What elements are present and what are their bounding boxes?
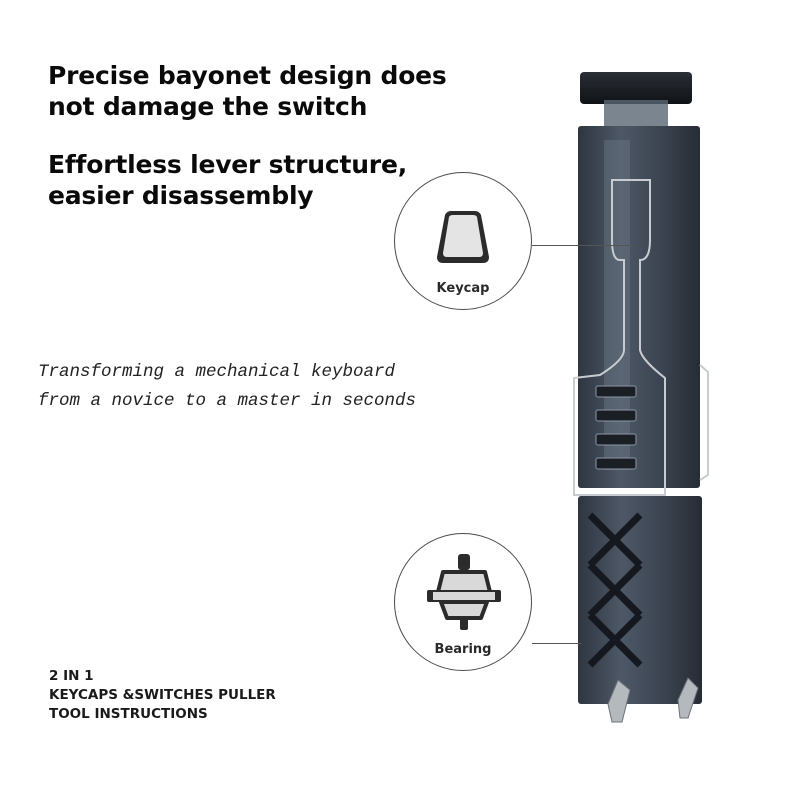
switch-icon	[427, 554, 501, 630]
tool-lattice	[587, 512, 643, 668]
keycap-icon	[437, 211, 489, 263]
tool-wire-lever	[573, 179, 666, 496]
tool-prong-left	[607, 679, 631, 723]
tool-vent-slots	[595, 385, 637, 470]
tool-wire-side	[699, 364, 709, 481]
tagline-line-2: from a novice to a master in seconds	[38, 391, 417, 411]
tool-top-cap	[580, 72, 692, 104]
headline-bayonet: Precise bayonet design does not damage t…	[48, 61, 447, 121]
tagline-line-1: Transforming a mechanical keyboard	[38, 362, 396, 382]
bearing-leader-line	[532, 643, 582, 644]
keycap-callout: Keycap	[394, 172, 532, 310]
keycap-label: Keycap	[436, 281, 490, 296]
instructions-line-2: KEYCAPS &SWITCHES PULLER	[49, 687, 276, 703]
tool-prong-right	[677, 677, 699, 719]
bearing-callout: Bearing	[394, 533, 532, 671]
tagline: Transforming a mechanical keyboard from …	[38, 358, 416, 416]
keycap-leader-line	[532, 245, 632, 246]
instructions-line-1: 2 IN 1	[49, 668, 94, 684]
tool-neck	[604, 100, 668, 128]
puller-tool-illustration	[573, 72, 709, 723]
tool-lower-body	[578, 496, 702, 704]
headline-lever: Effortless lever structure, easier disas…	[48, 150, 407, 210]
instructions-caption: 2 IN 1 KEYCAPS &SWITCHES PULLER TOOL INS…	[49, 667, 276, 724]
bearing-label: Bearing	[434, 642, 492, 657]
instructions-line-3: TOOL INSTRUCTIONS	[49, 706, 208, 722]
